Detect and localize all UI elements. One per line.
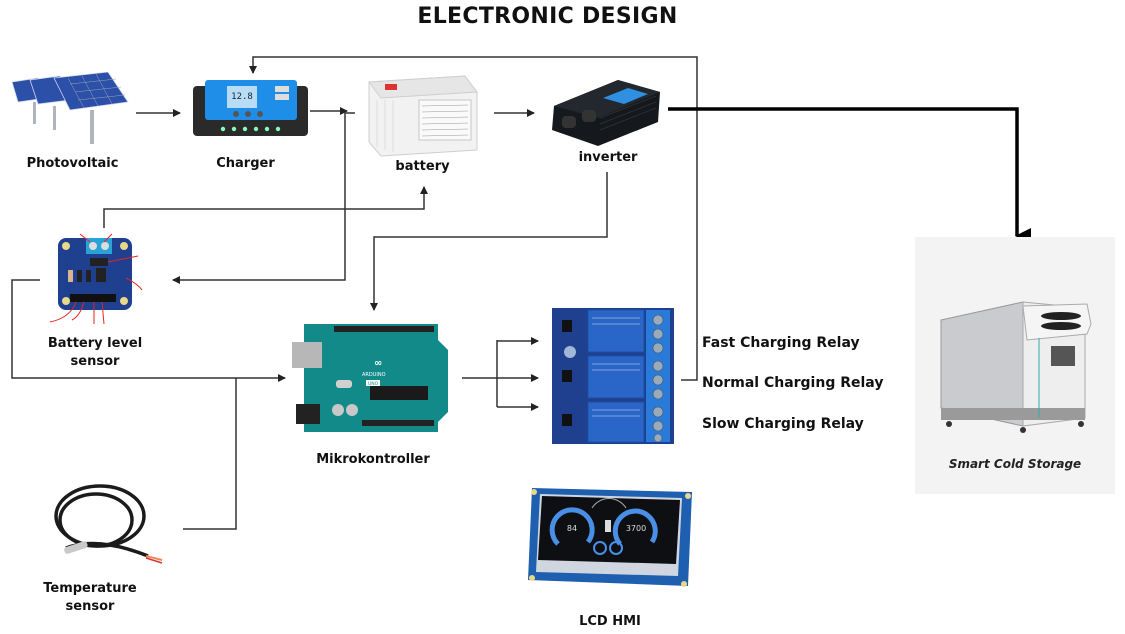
- current-sensor-board-icon: [49, 233, 143, 325]
- wire-sensor-to-micro: [11, 279, 286, 382]
- arduino-board-icon: ∞ ARDUINO UNO: [292, 324, 448, 432]
- battery-sensor-label: Battery level sensor: [30, 335, 160, 371]
- battery-sensor-label-line2: sensor: [70, 354, 120, 369]
- wire-sensor-to-battery: [103, 186, 428, 228]
- temperature-sensor-label-line2: sensor: [65, 599, 115, 614]
- svg-text:UNO: UNO: [368, 381, 379, 387]
- svg-text:ARDUINO: ARDUINO: [362, 372, 386, 378]
- lcd-touchscreen-icon: 84 3700: [528, 488, 692, 587]
- svg-text:84: 84: [567, 524, 577, 533]
- wire-temp-to-micro: [183, 378, 237, 530]
- lcd-hmi-label: LCD HMI: [579, 614, 641, 629]
- cold-storage-label: Smart Cold Storage: [948, 457, 1082, 471]
- battery-sensor-label-line1: Battery level: [47, 336, 143, 351]
- microcontroller-label: Mikrokontroller: [316, 452, 430, 467]
- diagram-title: ELECTRONIC DESIGN: [417, 4, 678, 29]
- svg-text:3700: 3700: [626, 524, 646, 533]
- relay-label-normal: Normal Charging Relay: [702, 375, 884, 391]
- wire-inverter-to-storage: [668, 107, 1031, 244]
- battery-icon: [368, 75, 478, 157]
- cold-storage-unit-icon: [940, 301, 1092, 433]
- relay-label-fast: Fast Charging Relay: [702, 335, 860, 351]
- charger-label: Charger: [216, 156, 275, 171]
- relay-module-icon: [552, 308, 674, 444]
- temperature-sensor-label-line1: Temperature: [43, 581, 137, 596]
- temperature-probe-icon: [54, 484, 163, 564]
- svg-text:12.8: 12.8: [231, 92, 253, 102]
- photovoltaic-label: Photovoltaic: [26, 156, 119, 171]
- wire-bus-to-sensor: [172, 112, 355, 284]
- relay-label-slow: Slow Charging Relay: [702, 416, 864, 432]
- solar-panel-icon: [11, 72, 129, 144]
- svg-text:∞: ∞: [374, 358, 382, 369]
- wire-relay-to-charger: [249, 56, 698, 381]
- wire-inverter-to-micro: [370, 172, 608, 311]
- temperature-sensor-label: Temperature sensor: [30, 580, 150, 616]
- inverter-label: inverter: [578, 150, 638, 165]
- inverter-icon: [552, 80, 660, 146]
- charge-controller-icon: 12.8: [193, 80, 308, 136]
- battery-label: battery: [395, 159, 450, 174]
